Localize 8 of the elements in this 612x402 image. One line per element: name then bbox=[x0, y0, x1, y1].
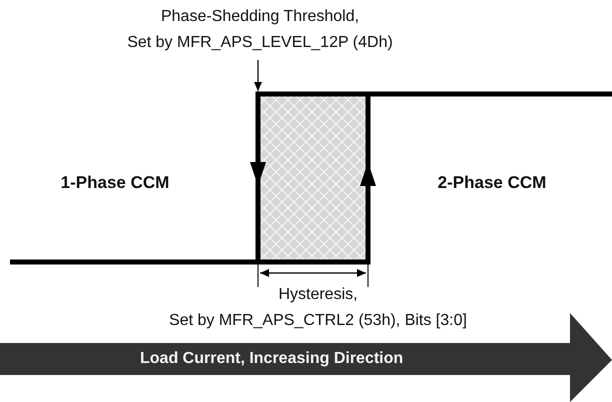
banner-label: Load Current, Increasing Direction bbox=[140, 349, 404, 369]
region-label: 1-Phase CCM bbox=[60, 172, 170, 194]
arrow-banner bbox=[0, 313, 612, 402]
leader-arrow bbox=[254, 60, 262, 91]
hysteresis-band bbox=[258, 94, 368, 262]
hysteresis-note: Hysteresis, Set by MFR_APS_CTRL2 (53h), Bits [3:0] bbox=[168, 285, 468, 331]
region-label: 2-Phase CCM bbox=[436, 172, 548, 194]
threshold-note: Phase-Shedding Threshold, Set by MFR_APS_LEVEL_12P (4Dh) bbox=[110, 4, 410, 60]
